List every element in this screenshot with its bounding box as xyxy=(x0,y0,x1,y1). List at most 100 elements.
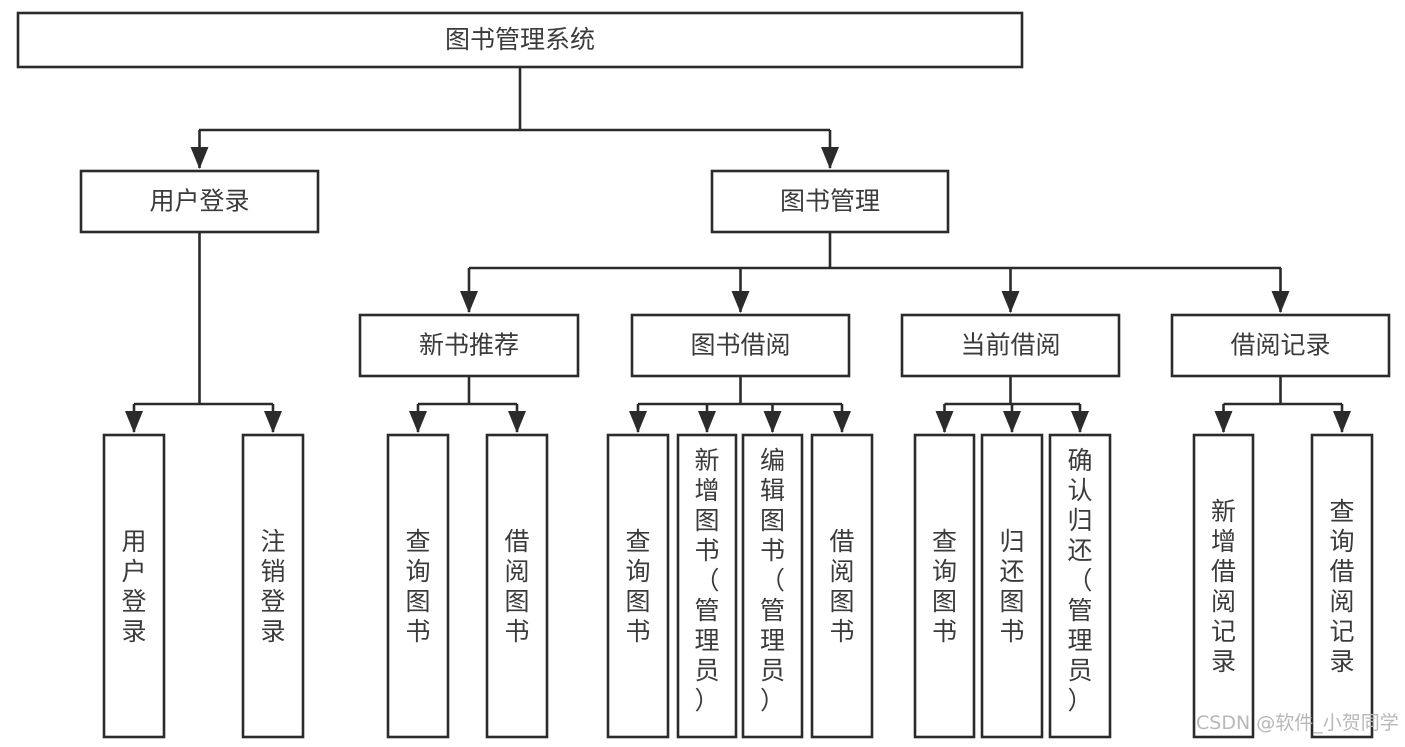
node-label-char: （ xyxy=(694,566,719,595)
node-box xyxy=(485,433,549,739)
node-label-char: 查 xyxy=(625,527,650,556)
arrow-down-icon xyxy=(1333,411,1351,433)
node-box xyxy=(980,433,1044,739)
node-label-char: 询 xyxy=(405,557,430,586)
node-label-char: 新 xyxy=(694,446,719,475)
node-box xyxy=(810,433,874,739)
node-label-char: 辑 xyxy=(760,476,785,505)
node-label-char: 书 xyxy=(504,617,529,646)
node-label: 图书管理系统 xyxy=(445,25,595,54)
node-level3-borrow-record[interactable]: 借阅记录 xyxy=(1170,313,1391,378)
node-label-char: 归 xyxy=(1067,506,1092,535)
arrow-down-icon xyxy=(698,411,716,433)
node-label-char: 图 xyxy=(625,587,650,616)
node-label-char: ） xyxy=(760,686,785,715)
node-label-char: 管 xyxy=(760,596,785,625)
node-label-char: 记 xyxy=(1329,617,1354,646)
node-label-char: 员 xyxy=(760,656,785,685)
node-label-char: 确 xyxy=(1067,446,1092,475)
node-label-char: 销 xyxy=(260,557,285,586)
node-label-char: 登 xyxy=(121,587,146,616)
node-box xyxy=(676,433,738,739)
node-label-char: 书 xyxy=(405,617,430,646)
node-box xyxy=(16,11,1024,69)
node-label-char: 图 xyxy=(694,506,719,535)
node-level3-new-book-recommend[interactable]: 新书推荐 xyxy=(358,313,580,378)
node-box xyxy=(102,433,166,739)
node-label-char: 理 xyxy=(694,626,719,655)
node-box xyxy=(1048,433,1112,739)
node-box xyxy=(1192,433,1255,739)
node-label-char: 新 xyxy=(1211,497,1236,526)
node-box xyxy=(710,169,950,234)
node-root-root[interactable]: 图书管理系统 xyxy=(16,11,1024,69)
node-box xyxy=(1170,313,1391,378)
arrow-down-icon xyxy=(409,411,427,433)
node-label-char: 书 xyxy=(760,536,785,565)
node-label-char: 增 xyxy=(1211,527,1236,556)
arrow-down-icon xyxy=(1271,291,1290,313)
node-label-char: ） xyxy=(1067,686,1092,715)
arrow-down-icon xyxy=(264,411,282,433)
node-label-char: 记 xyxy=(1211,617,1236,646)
arrow-down-icon xyxy=(1003,411,1021,433)
node-box xyxy=(386,433,450,739)
csdn-watermark: CSDN @软件_小贺同学 xyxy=(1196,712,1399,734)
arrow-down-icon xyxy=(1214,411,1233,433)
arrow-down-icon xyxy=(125,411,143,433)
node-label-char: 管 xyxy=(1067,596,1092,625)
node-label-char: 户 xyxy=(121,557,146,586)
node-label-char: 借 xyxy=(1211,557,1236,586)
node-label-char: 图 xyxy=(999,587,1024,616)
arrow-down-icon xyxy=(763,411,782,433)
node-label-char: （ xyxy=(760,566,785,595)
node-label-char: 阅 xyxy=(1211,587,1236,616)
node-box xyxy=(79,169,320,234)
node-label-char: 图 xyxy=(504,587,529,616)
node-level3-current-borrow[interactable]: 当前借阅 xyxy=(900,313,1121,378)
node-label-char: 查 xyxy=(1329,497,1354,526)
node-label: 用户登录 xyxy=(149,187,249,216)
connector-layer xyxy=(125,67,1351,433)
node-box xyxy=(241,433,305,739)
node-label-char: 书 xyxy=(932,617,957,646)
node-label-char: 增 xyxy=(694,476,719,505)
node-label-char: 用 xyxy=(121,527,146,556)
arrow-down-icon xyxy=(821,147,839,169)
node-label-char: （ xyxy=(1067,566,1092,595)
node-box xyxy=(741,433,804,739)
node-level3-book-borrow[interactable]: 图书借阅 xyxy=(630,313,851,378)
node-label-char: 阅 xyxy=(829,557,854,586)
node-box xyxy=(630,313,851,378)
node-label-char: 书 xyxy=(999,617,1024,646)
node-label-char: 归 xyxy=(999,527,1024,556)
node-label-char: 登 xyxy=(260,587,285,616)
node-box xyxy=(1310,433,1374,739)
node-label-char: 询 xyxy=(1329,527,1354,556)
node-label: 新书推荐 xyxy=(419,331,519,360)
node-label-char: 录 xyxy=(121,617,146,646)
node-leaf-leaf-user-login[interactable]: 用户登录 xyxy=(102,433,166,739)
arrow-down-icon xyxy=(629,411,647,433)
node-box xyxy=(913,433,976,739)
arrow-down-icon xyxy=(731,291,750,313)
node-level2-user-login[interactable]: 用户登录 xyxy=(79,169,320,234)
node-label-char: 借 xyxy=(504,527,529,556)
node-box xyxy=(900,313,1121,378)
arrow-down-icon xyxy=(833,411,851,433)
node-level2-book-management[interactable]: 图书管理 xyxy=(710,169,950,234)
node-label-char: 书 xyxy=(694,536,719,565)
